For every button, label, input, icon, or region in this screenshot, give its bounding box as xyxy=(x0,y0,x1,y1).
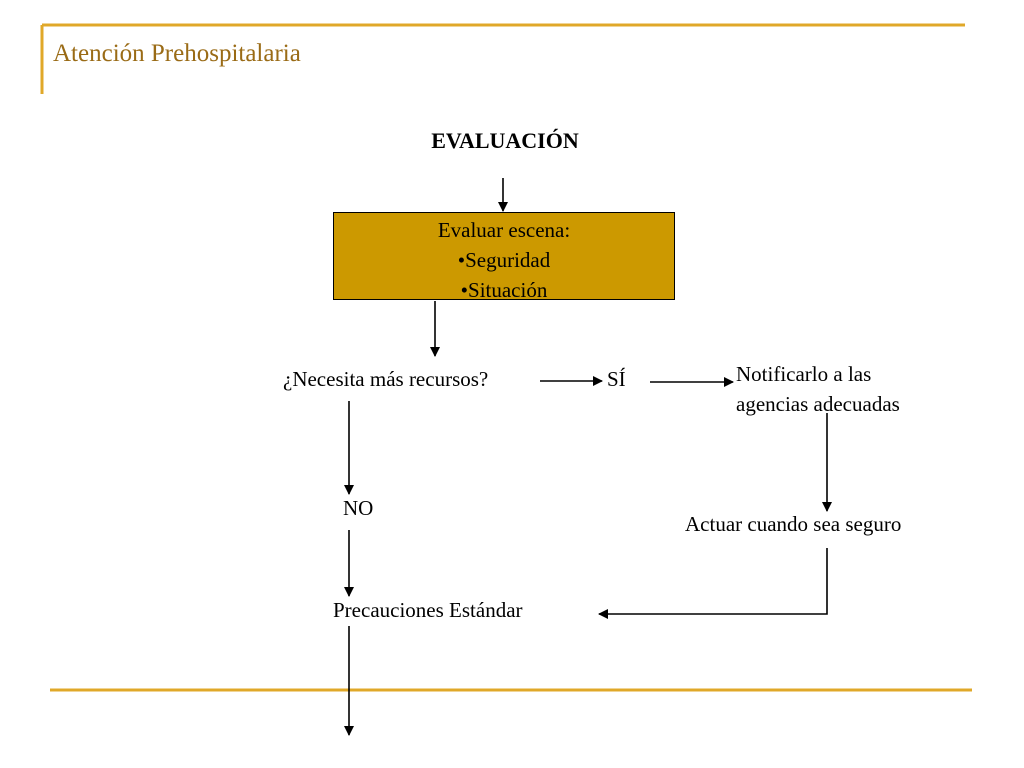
standard-precautions-text: Precauciones Estándar xyxy=(333,598,523,622)
notify-agencies-text: Notificarlo a las agencias adecuadas xyxy=(736,359,900,419)
notify-line-1: Notificarlo a las xyxy=(736,362,872,386)
no-label: NO xyxy=(343,496,374,520)
evaluate-scene-title: Evaluar escena: xyxy=(437,218,571,242)
slide-title: Atención Prehospitalaria xyxy=(53,40,301,67)
box-item-safety: •Seguridad xyxy=(457,248,551,272)
box-item-situation: •Situación xyxy=(460,278,548,302)
evaluate-scene-box: Evaluar escena: •Seguridad •Situación xyxy=(333,212,675,302)
yes-label: SÍ xyxy=(607,367,626,391)
notify-line-2: agencias adecuadas xyxy=(736,392,900,416)
resources-question: ¿Necesita más recursos? xyxy=(283,367,489,391)
act-when-safe-text: Actuar cuando sea seguro xyxy=(685,512,902,536)
arrow-act-to-precautions xyxy=(598,548,828,619)
evaluation-heading: EVALUACIÓN xyxy=(431,128,579,153)
